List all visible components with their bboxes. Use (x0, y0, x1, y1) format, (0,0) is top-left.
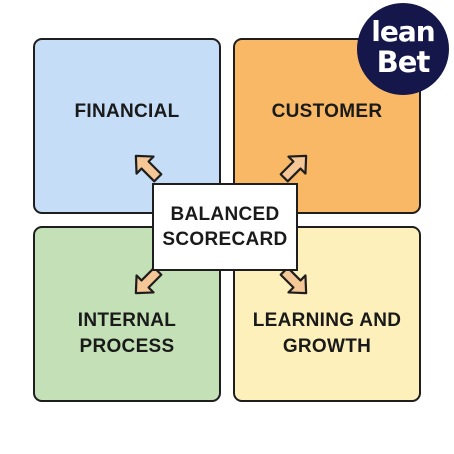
quadrant-learning-and-growth: LEARNING AND GROWTH (233, 226, 421, 402)
quadrant-financial: FINANCIAL (33, 38, 221, 214)
arrow-down-right-icon (279, 266, 308, 295)
center-label: BALANCED SCORECARD (162, 204, 288, 250)
quadrant-customer-label: CUSTOMER (271, 101, 383, 122)
quadrant-learning-and-growth-label: LEARNING AND GROWTH (252, 310, 402, 357)
leanbet-logo: lean Bet (357, 3, 449, 95)
quadrant-internal-process: INTERNAL PROCESS (33, 226, 221, 402)
balanced-scorecard-center-box: BALANCED SCORECARD (152, 183, 298, 271)
logo-line-1: lean (371, 15, 435, 48)
quadrant-internal-process-label: INTERNAL PROCESS (77, 310, 177, 357)
logo-line-2: Bet (376, 45, 431, 79)
quadrant-financial-label: FINANCIAL (74, 101, 180, 122)
arrow-up-right-icon (279, 154, 308, 183)
arrow-up-left-icon (134, 154, 163, 183)
